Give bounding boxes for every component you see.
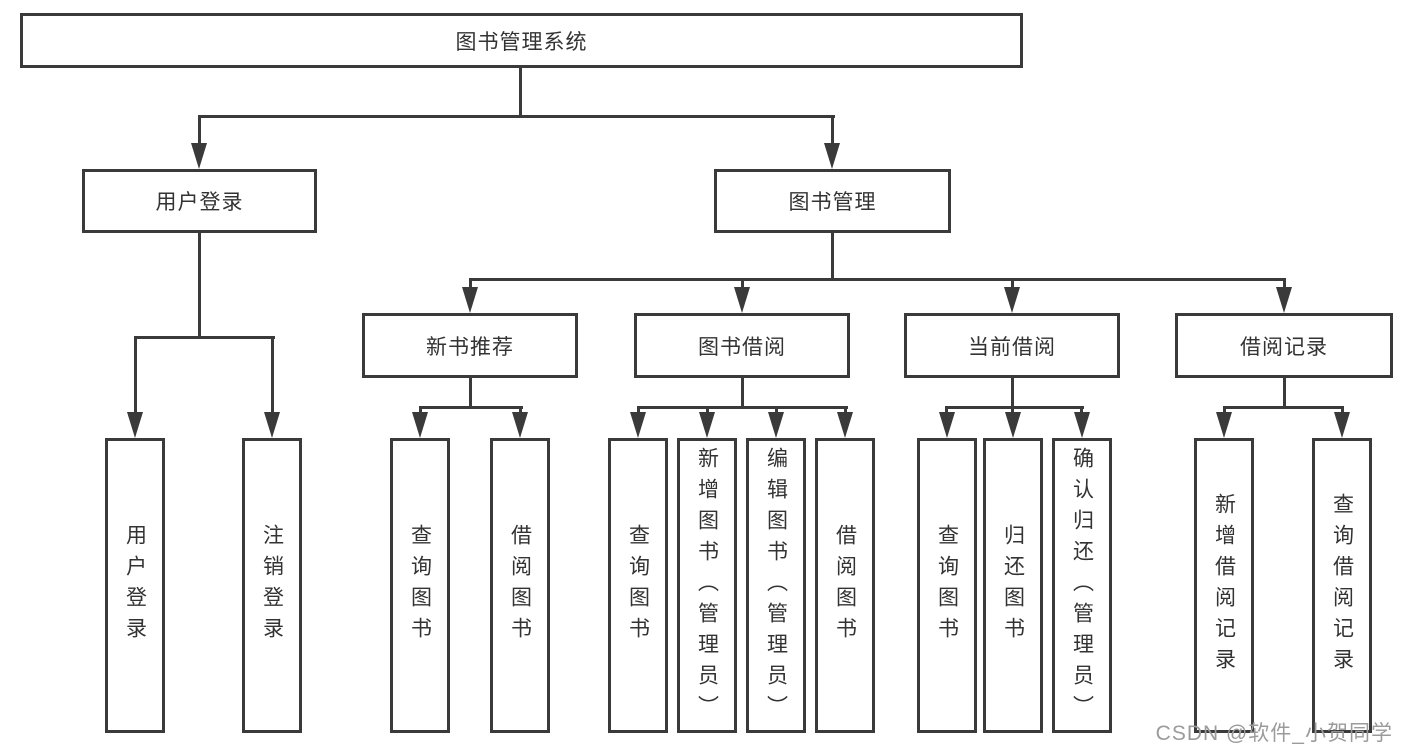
arrow-down-icon [630,412,646,438]
arrow-down-icon [127,412,143,438]
leaf-user-login: 用户登录 [105,438,165,733]
connector-line [419,406,523,409]
connector-line [1341,406,1344,415]
node-new-book-recommend: 新书推荐 [362,313,578,378]
arrow-down-icon [837,412,853,438]
connector-line [831,233,834,280]
arrow-down-icon [1216,412,1232,438]
node-book-borrow: 图书借阅 [634,313,850,378]
arrow-down-icon [191,143,207,169]
connector-line [1283,378,1286,409]
connector-line [419,406,422,415]
connector-line [134,336,137,414]
leaf-bookborrow-query: 查询图书 [608,438,668,733]
arrow-down-icon [1005,412,1021,438]
arrow-down-icon [462,287,478,313]
connector-line [469,378,472,409]
leaf-currentborrow-return: 归还图书 [983,438,1043,733]
leaf-newbooks-query: 查询图书 [390,438,450,733]
leaf-bookborrow-edit-admin: 编辑图书（管理员） [746,438,806,733]
csdn-watermark: CSDN @软件_小贺同学 [1155,722,1393,745]
leaf-newbooks-borrow: 借阅图书 [490,438,550,733]
arrow-down-icon [699,412,715,438]
connector-line [637,406,848,409]
connector-line [775,406,778,415]
arrow-down-icon [1334,412,1350,438]
connector-line [844,406,847,415]
connector-line [1011,278,1014,290]
arrow-down-icon [1276,287,1292,313]
node-user-login: 用户登录 [82,169,317,233]
arrow-down-icon [939,412,955,438]
connector-line [945,406,1084,409]
node-current-borrow: 当前借阅 [904,313,1120,378]
connector-line [519,68,522,118]
connector-line [198,115,201,148]
connector-line [1223,406,1226,415]
connector-line [945,406,948,415]
connector-line [1223,406,1344,409]
leaf-currentborrow-query: 查询图书 [917,438,977,733]
connector-line [741,278,744,290]
node-book-management: 图书管理 [714,169,951,233]
connector-line [1080,406,1083,415]
arrow-down-icon [412,412,428,438]
leaf-logout: 注销登录 [242,438,302,733]
connector-line [1011,378,1014,409]
leaf-currentborrow-confirm-admin: 确认归还（管理员） [1052,438,1112,733]
connector-line [1283,278,1286,290]
connector-line [198,233,201,338]
leaf-records-query: 查询借阅记录 [1312,438,1372,733]
connector-line [637,406,640,415]
leaf-records-add: 新增借阅记录 [1194,438,1254,733]
connector-line [741,378,744,409]
connector-line [134,336,275,339]
arrow-down-icon [1074,412,1090,438]
arrow-down-icon [734,287,750,313]
leaf-bookborrow-add-admin: 新增图书（管理员） [677,438,737,733]
connector-line [198,115,835,118]
connector-line [469,278,1285,281]
connector-line [1011,406,1014,415]
connector-line [831,115,834,148]
arrow-down-icon [1004,287,1020,313]
leaf-bookborrow-borrow: 借阅图书 [815,438,875,733]
node-library-system: 图书管理系统 [20,13,1023,68]
connector-line [469,278,472,290]
arrow-down-icon [264,412,280,438]
node-borrow-records: 借阅记录 [1175,313,1393,378]
arrow-down-icon [824,143,840,169]
arrow-down-icon [512,412,528,438]
connector-line [271,336,274,414]
connector-line [706,406,709,415]
connector-line [519,406,522,415]
arrow-down-icon [768,412,784,438]
